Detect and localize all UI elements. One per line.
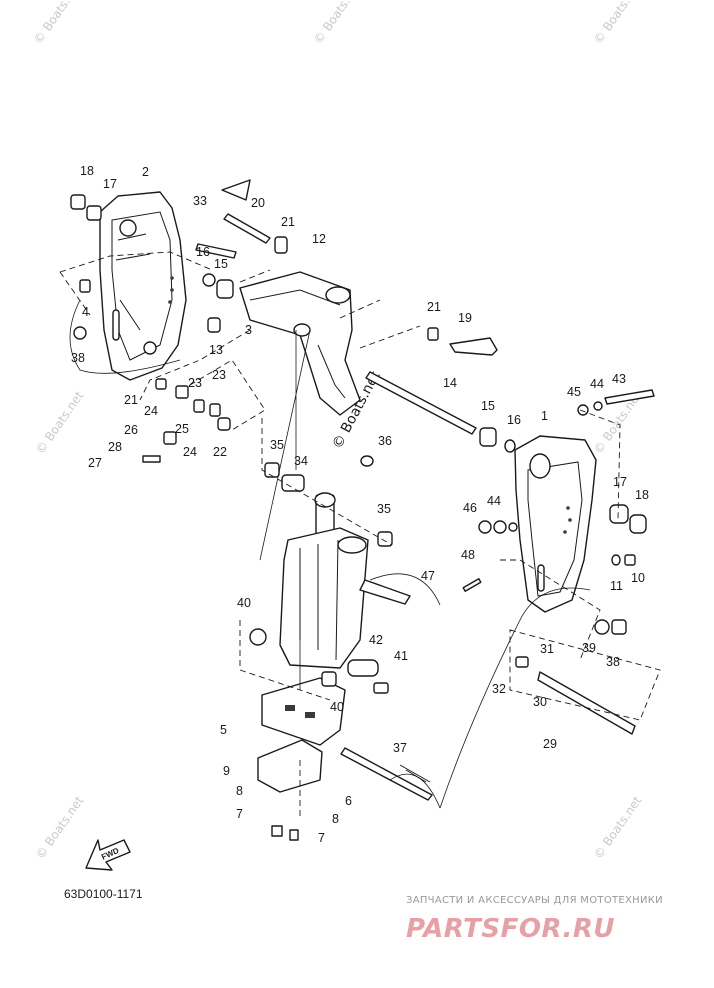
callout-25: 25 — [175, 422, 189, 436]
callout-23b: 23 — [212, 368, 226, 382]
callout-23: 23 — [188, 376, 202, 390]
callout-44b: 44 — [487, 494, 501, 508]
callout-24: 24 — [144, 404, 158, 418]
callout-13: 13 — [209, 343, 223, 357]
rod-20 — [223, 213, 271, 244]
watermark-mid-left: © Boats.net — [33, 388, 87, 456]
callout-7: 7 — [236, 807, 243, 821]
callout-39: 39 — [582, 641, 596, 655]
callout-38: 38 — [71, 351, 85, 365]
callout-33: 33 — [193, 194, 207, 208]
callout-20: 20 — [251, 196, 265, 210]
watermark-bottom-left: © Boats.net — [33, 793, 87, 861]
callout-21b: 21 — [124, 393, 138, 407]
callout-12: 12 — [312, 232, 326, 246]
callout-15b: 15 — [481, 399, 495, 413]
lever-19 — [449, 337, 498, 356]
callout-8: 8 — [236, 784, 243, 798]
lever-20 — [221, 179, 251, 201]
callout-35: 35 — [270, 438, 284, 452]
bracket-5 — [261, 677, 346, 746]
callout-11: 11 — [610, 579, 623, 593]
callout-8b: 8 — [332, 812, 339, 826]
bolt-27 — [142, 455, 161, 463]
watermark-top-mid: © Boats.net — [311, 0, 365, 47]
callout-19: 19 — [458, 311, 472, 325]
fasteners — [70, 194, 647, 694]
brand-subtitle: ЗАПЧАСТИ И АКСЕССУАРЫ ДЛЯ МОТОТЕХНИКИ — [406, 895, 663, 906]
callout-15: 15 — [214, 257, 228, 271]
watermark-top-right: © Boats.net — [591, 0, 645, 47]
callout-41: 41 — [394, 649, 408, 663]
callout-22: 22 — [213, 445, 227, 459]
watermark-top-left: © Boats.net — [31, 0, 85, 47]
callout-21: 21 — [281, 215, 295, 229]
callout-48: 48 — [461, 548, 475, 562]
callout-21c: 21 — [427, 300, 441, 314]
callout-1: 1 — [541, 409, 548, 423]
callout-17: 17 — [103, 177, 117, 191]
fwd-arrow: FWD — [85, 839, 131, 871]
callout-44: 44 — [590, 377, 604, 391]
drawing-code: 63D0100-1171 — [64, 887, 143, 901]
callout-28: 28 — [108, 440, 122, 454]
callout-45: 45 — [567, 385, 581, 399]
callout-6: 6 — [345, 794, 352, 808]
callout-10: 10 — [631, 571, 645, 585]
callout-46: 46 — [463, 501, 477, 515]
callout-30: 30 — [533, 695, 547, 709]
clamp-bracket-port — [99, 191, 187, 381]
callout-17b: 17 — [613, 475, 627, 489]
branding: ЗАПЧАСТИ И АКСЕССУАРЫ ДЛЯ МОТОТЕХНИКИ PA… — [406, 895, 663, 944]
callout-29: 29 — [543, 737, 557, 751]
callout-24b: 24 — [183, 445, 197, 459]
callout-2: 2 — [142, 165, 149, 179]
callout-16: 16 — [196, 245, 210, 259]
clamp-bracket-starboard — [514, 435, 597, 613]
callout-9: 9 — [223, 764, 230, 778]
callout-40: 40 — [237, 596, 251, 610]
callout-37: 37 — [393, 741, 407, 755]
callout-31: 31 — [540, 642, 554, 656]
callout-numbers: 18 17 2 33 20 21 12 16 15 4 3 13 38 21 2… — [71, 164, 649, 845]
callout-34: 34 — [294, 454, 308, 468]
callout-42: 42 — [369, 633, 383, 647]
shaft-14 — [365, 371, 477, 435]
callout-18b: 18 — [635, 488, 649, 502]
callout-32: 32 — [492, 682, 506, 696]
power-trim-tilt-unit — [257, 492, 411, 841]
callout-38b: 38 — [606, 655, 620, 669]
callout-36: 36 — [378, 434, 392, 448]
callout-40b: 40 — [330, 700, 344, 714]
watermark-bottom-right: © Boats.net — [591, 793, 645, 861]
callout-26: 26 — [124, 423, 138, 437]
callout-16b: 16 — [507, 413, 521, 427]
callout-47: 47 — [421, 569, 435, 583]
pin-33 — [195, 243, 237, 259]
callout-5: 5 — [220, 723, 227, 737]
callout-14: 14 — [443, 376, 457, 390]
group-outlines — [59, 251, 661, 820]
bracket-6 — [257, 739, 323, 793]
shafts — [142, 179, 655, 801]
callout-7b: 7 — [318, 831, 325, 845]
callout-27: 27 — [88, 456, 102, 470]
callout-18: 18 — [80, 164, 94, 178]
callout-43: 43 — [612, 372, 626, 386]
callout-3: 3 — [245, 323, 252, 337]
rod-29-30 — [537, 671, 636, 735]
swivel-bracket — [239, 271, 361, 416]
bolt-37 — [340, 747, 433, 801]
bolt-43 — [604, 389, 655, 405]
callout-35b: 35 — [377, 502, 391, 516]
brand-logo: PARTSFOR.RU — [406, 914, 615, 944]
callout-4: 4 — [82, 305, 89, 319]
